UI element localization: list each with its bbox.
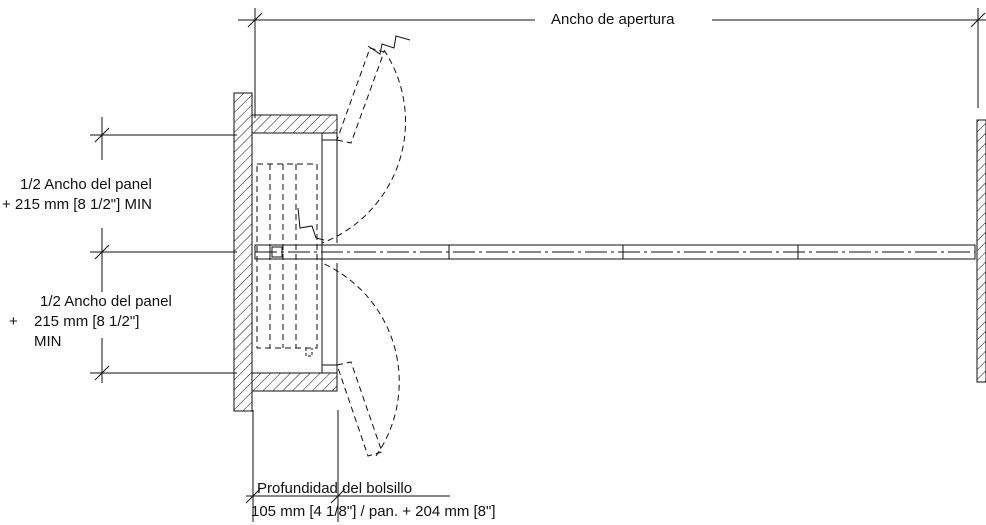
lower-swing-door xyxy=(321,262,400,457)
pocket-frame xyxy=(321,132,338,374)
upper-door-break xyxy=(367,35,411,55)
opening-width-dimension xyxy=(238,8,986,118)
opening-width-label: Ancho de apertura xyxy=(545,11,681,29)
lower-dim-label-line2: 215 mm [8 1/2"] xyxy=(34,313,140,330)
lower-dim-label-line1: 1/2 Ancho del panel xyxy=(40,293,172,310)
pocket-hardware xyxy=(297,207,325,357)
upper-swing-door xyxy=(321,47,406,244)
upper-dim-label-line2: + 215 mm [8 1/2"] MIN xyxy=(2,196,152,213)
pocket-depth-dimension xyxy=(245,410,450,522)
upper-dim-label-line1: 1/2 Ancho del panel xyxy=(20,176,152,193)
half-panel-dimensions xyxy=(90,117,237,383)
right-wall xyxy=(976,119,986,383)
left-wall xyxy=(233,92,338,412)
pocket-depth-label-line2: 105 mm [4 1/8"] / pan. + 204 mm [8"] xyxy=(251,503,496,520)
pocket-hidden-panels xyxy=(256,163,318,349)
lower-dim-label-line3: MIN xyxy=(34,333,62,350)
pocket-depth-label-line1: Profundidad del bolsillo xyxy=(257,480,413,497)
lower-dim-plus-sign: + xyxy=(9,313,18,330)
sliding-door-track xyxy=(254,244,976,260)
